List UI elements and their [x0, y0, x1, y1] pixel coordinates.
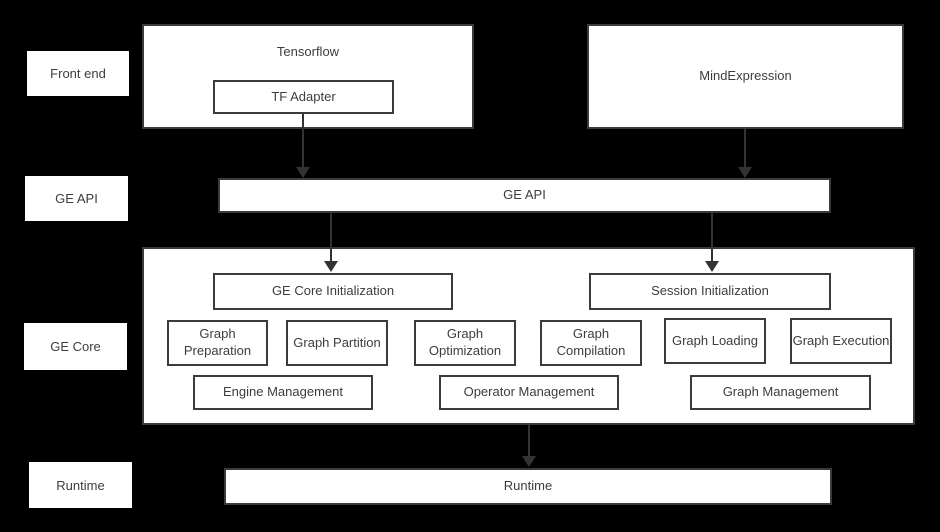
runtime-bar: Runtime: [224, 468, 832, 505]
row-label-front-end-text: Front end: [50, 66, 106, 81]
arrow-ge-api-to-session-initialization: [705, 213, 719, 272]
arrow-tf-adapter-to-ge-api: [296, 114, 310, 178]
mindexpression-label: MindExpression: [699, 68, 792, 84]
graph-partition-box: Graph Partition: [286, 320, 388, 366]
row-label-ge-api-text: GE API: [55, 191, 98, 206]
tf-adapter-box: TF Adapter: [213, 80, 394, 114]
operator-management-label: Operator Management: [463, 384, 595, 400]
graph-execution-box: Graph Execution: [790, 318, 892, 364]
row-label-runtime: Runtime: [29, 462, 132, 508]
graph-compilation-box: Graph Compilation: [540, 320, 642, 366]
graph-loading-box: Graph Loading: [664, 318, 766, 364]
session-initialization-label: Session Initialization: [651, 283, 769, 299]
ge-core-initialization-label: GE Core Initialization: [271, 283, 395, 299]
graph-loading-label: Graph Loading: [671, 332, 758, 348]
graph-optimization-box: Graph Optimization: [414, 320, 516, 366]
graph-management-box: Graph Management: [690, 375, 871, 410]
graph-compilation-label: Graph Compilation: [556, 326, 626, 358]
runtime-bar-label: Runtime: [503, 478, 553, 494]
ge-api-bar: GE API: [218, 178, 831, 213]
engine-management-box: Engine Management: [193, 375, 373, 410]
graph-execution-label: Graph Execution: [792, 332, 890, 348]
row-label-runtime-text: Runtime: [56, 477, 105, 493]
tf-adapter-label: TF Adapter: [271, 88, 336, 104]
graph-preparation-label: Graph Preparation: [183, 326, 252, 358]
tensorflow-label: Tensorflow: [276, 43, 340, 59]
session-initialization-box: Session Initialization: [589, 273, 831, 310]
arrow-ge-core-to-runtime: [522, 425, 536, 467]
row-label-ge-api: GE API: [25, 176, 128, 221]
mindexpression-box: MindExpression: [587, 24, 904, 129]
arrow-ge-api-to-ge-core-initialization: [324, 213, 338, 272]
ge-core-container: GE Core Initialization Session Initializ…: [142, 247, 915, 425]
graph-optimization-label: Graph Optimization: [428, 326, 502, 358]
row-label-ge-core-text: GE Core: [50, 339, 101, 354]
tensorflow-box: Tensorflow TF Adapter: [142, 24, 474, 129]
operator-management-box: Operator Management: [439, 375, 619, 410]
ge-api-bar-label: GE API: [503, 187, 546, 203]
row-label-front-end: Front end: [27, 51, 129, 96]
graph-management-label: Graph Management: [722, 384, 839, 400]
graph-partition-label: Graph Partition: [293, 334, 381, 350]
engine-management-label: Engine Management: [223, 384, 343, 400]
row-label-ge-core: GE Core: [24, 323, 127, 370]
ge-core-initialization-box: GE Core Initialization: [213, 273, 453, 310]
arrow-mindexpression-to-ge-api: [738, 129, 752, 178]
graph-preparation-box: Graph Preparation: [167, 320, 268, 366]
